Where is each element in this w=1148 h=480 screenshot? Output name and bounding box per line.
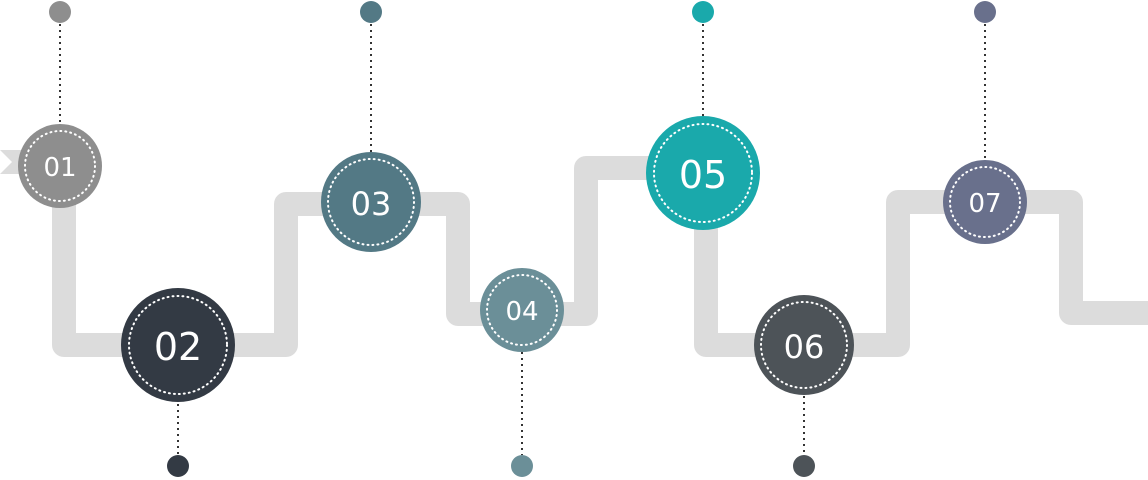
step-02-dot <box>167 455 189 477</box>
step-03-dot <box>360 1 382 23</box>
track-arrow-tip <box>0 150 12 174</box>
step-01-label: 01 <box>43 153 76 183</box>
step-03-badge-ring <box>327 158 415 246</box>
step-04-badge <box>480 268 564 352</box>
step-02-badge <box>121 288 235 402</box>
step-06-dot <box>793 455 815 477</box>
step-02-badge-ring <box>128 295 228 395</box>
step-02-label: 02 <box>154 325 202 369</box>
step-04-badge-ring <box>486 274 558 346</box>
step-04: 04 <box>480 268 564 477</box>
step-01-badge <box>18 124 102 208</box>
step-06-badge-ring <box>760 301 848 389</box>
step-06: 06 <box>754 295 854 477</box>
step-05-badge-ring <box>653 123 753 223</box>
step-04-label: 04 <box>505 297 538 327</box>
step-07-dot <box>974 1 996 23</box>
step-01-badge-ring <box>24 130 96 202</box>
step-05-label: 05 <box>679 153 727 197</box>
step-05-badge <box>646 116 760 230</box>
step-06-badge <box>754 295 854 395</box>
step-02: 02 <box>121 288 235 477</box>
step-07: 07 <box>943 1 1027 244</box>
step-03-label: 03 <box>351 185 392 223</box>
step-05: 05 <box>646 1 760 230</box>
step-01: 01 <box>18 1 102 208</box>
step-04-dot <box>511 455 533 477</box>
step-07-badge <box>943 160 1027 244</box>
step-07-badge-ring <box>949 166 1021 238</box>
step-07-label: 07 <box>968 189 1001 219</box>
step-05-dot <box>692 1 714 23</box>
step-03-badge <box>321 152 421 252</box>
step-06-label: 06 <box>784 328 825 366</box>
step-01-dot <box>49 1 71 23</box>
step-03: 03 <box>321 1 421 252</box>
